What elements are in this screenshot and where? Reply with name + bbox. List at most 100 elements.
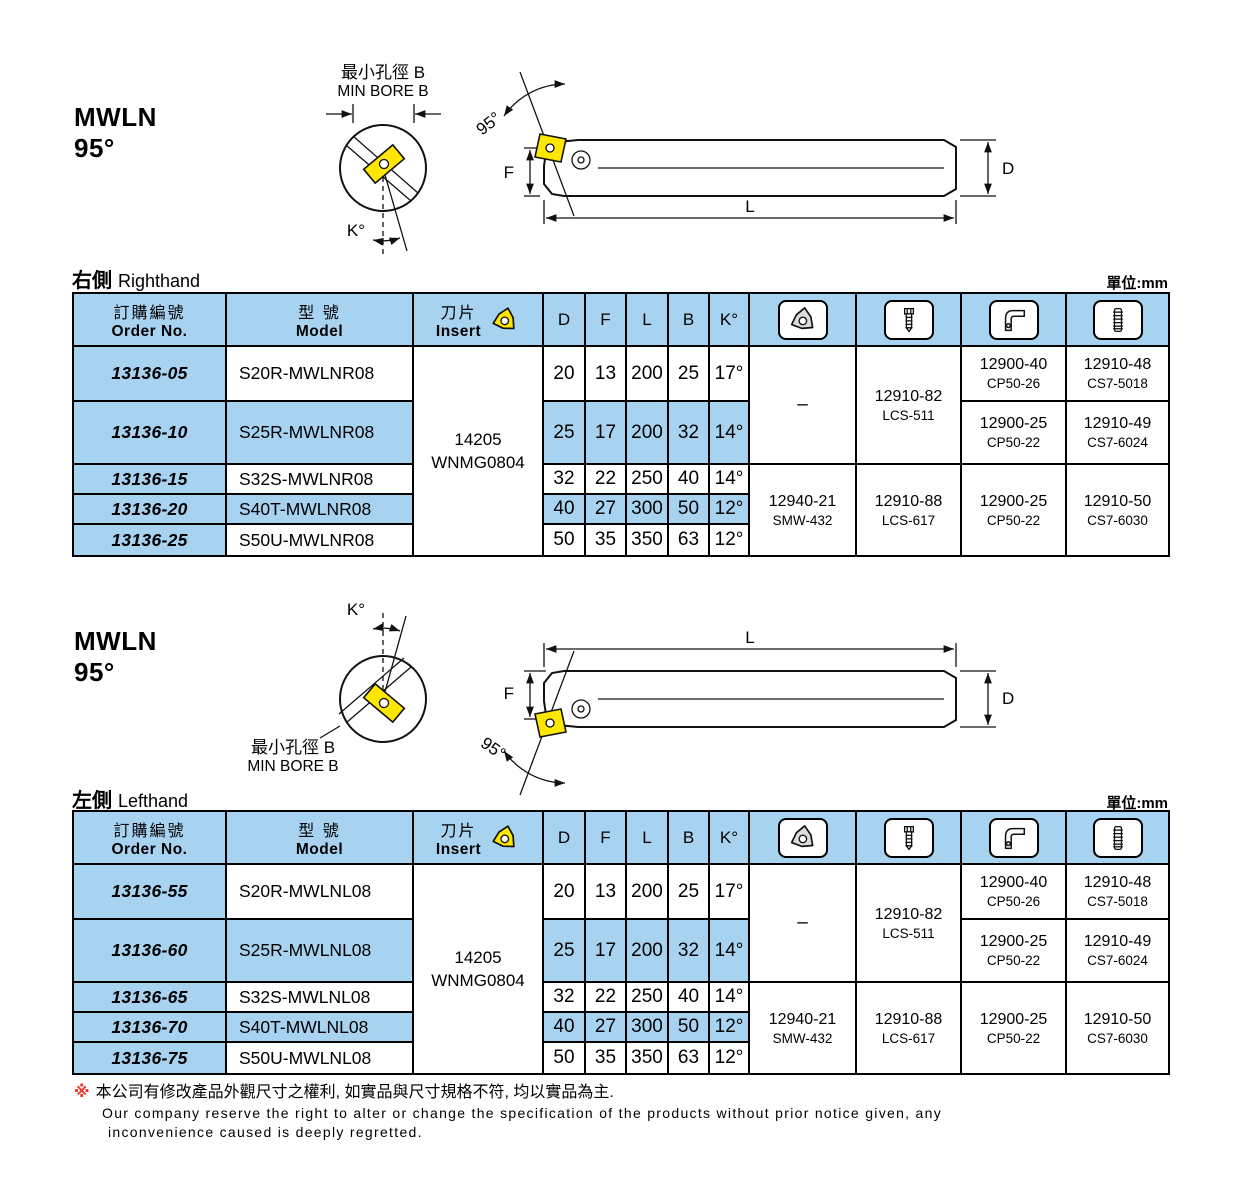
order-no-header: 訂購編號 Order No. (72, 810, 227, 865)
insert-cell: 14205 WNMG0804 (412, 863, 544, 1075)
model-header: 型 號 Model (225, 292, 414, 347)
b-cell: 40 (667, 463, 710, 495)
f-header: F (584, 292, 627, 347)
shim-cell: 12940-21 SMW-432 (748, 463, 857, 557)
footnote-mark: ※ (74, 1084, 90, 1101)
l-dim-label: L (745, 628, 754, 647)
series-angle: 95° (74, 133, 115, 163)
insert-trigon-icon (490, 823, 520, 853)
b-cell: 50 (667, 493, 710, 525)
l-cell: 200 (625, 400, 669, 465)
unit-label: 單位:mm (1106, 275, 1168, 292)
lefthand-table-wrap: 訂購編號 Order No. 型 號 Model 刀片 Insert D F L… (72, 810, 1170, 1075)
d-header: D (542, 292, 586, 347)
model-header-zh: 型 號 (298, 304, 341, 322)
l-cell: 200 (625, 863, 669, 920)
f-cell: 22 (584, 981, 627, 1013)
model-cell: S32S-MWLNL08 (225, 981, 414, 1013)
model-cell: S40T-MWLNR08 (225, 493, 414, 525)
righthand-tool-diagram: 最小孔徑 B MIN BORE B K° 95° F L D (326, 63, 1014, 254)
f-dim-label: F (504, 684, 514, 703)
k-cell: 14° (708, 463, 750, 495)
k-header: K° (708, 810, 750, 865)
l-cell: 200 (625, 345, 669, 402)
table-row: 13136-15 S32S-MWLNR08 32 22 250 40 14° 1… (72, 463, 1170, 557)
insert-screw-cell: 12910-50 CS7-6030 (1065, 463, 1170, 557)
model-header-zh: 型 號 (298, 822, 341, 840)
shim-icon (788, 823, 818, 853)
lefthand-tool-diagram: K° 最小孔徑 B MIN BORE B L F 95° D (247, 600, 1014, 796)
b-cell: 50 (667, 1011, 710, 1043)
order-cell: 13136-60 (72, 918, 227, 983)
lever-clamp-cell: 12900-25 CP50-22 (960, 463, 1067, 557)
min-bore-label-en: MIN BORE B (337, 83, 428, 100)
insert-header-en: Insert (435, 322, 482, 340)
order-cell: 13136-55 (72, 863, 227, 920)
lever-clamp-icon (999, 823, 1029, 853)
table-row: 13136-20 S40T-MWLNR08 40 27 300 50 12° (72, 493, 1169, 525)
clamp-screw-cell: 12910-82 LCS-511 (855, 345, 962, 465)
clamp-screw-icon (895, 824, 923, 852)
lead-angle-label: 95° (473, 108, 505, 139)
insert-header-zh: 刀片 (440, 304, 477, 322)
l-cell: 300 (625, 1011, 669, 1043)
table-row: 13136-65 S32S-MWLNL08 32 22 250 40 14° 1… (72, 981, 1170, 1075)
k-cell: 14° (708, 400, 750, 465)
insert-screw-cell: 12910-49 CS7-6024 (1065, 918, 1170, 983)
shim-cell: – (748, 863, 857, 983)
insert-header: 刀片 Insert (412, 810, 544, 865)
k-cell: 12° (708, 1011, 750, 1043)
l-header: L (625, 810, 669, 865)
order-no-header: 訂購編號 Order No. (72, 292, 227, 347)
order-cell: 13136-10 (72, 400, 227, 465)
model-cell: S25R-MWLNR08 (225, 400, 414, 465)
l-cell: 200 (625, 918, 669, 983)
cross-section-insert (362, 133, 567, 185)
d-cell: 40 (542, 493, 586, 525)
b-cell: 25 (667, 345, 710, 402)
k-cell: 12° (708, 523, 750, 557)
clamp-screw-cell: 12910-88 LCS-617 (855, 463, 962, 557)
k-angle-label: K° (347, 221, 365, 240)
f-cell: 27 (584, 1011, 627, 1043)
f-cell: 17 (584, 400, 627, 465)
order-cell: 13136-65 (72, 981, 227, 1013)
clamp-screw-column-header (855, 292, 962, 347)
min-bore-label-zh: 最小孔徑 B (341, 63, 425, 82)
order-no-header-zh: 訂購編號 (113, 304, 186, 322)
shim-icon (788, 305, 818, 335)
model-cell: S25R-MWLNL08 (225, 918, 414, 983)
f-cell: 35 (584, 523, 627, 557)
footnote-en-line-2: inconvenience caused is deeply regretted… (108, 1124, 423, 1140)
clamp-screw-cell: 12910-82 LCS-511 (855, 863, 962, 983)
min-bore-label-en: MIN BORE B (247, 758, 338, 775)
insert-code: 14205 (454, 948, 502, 967)
footnote-zh-line: ※本公司有修改產品外觀尺寸之權利, 如實品與尺寸規格不符, 均以實品為主. (74, 1082, 1184, 1104)
section-label-en: Lefthand (118, 791, 189, 811)
order-cell: 13136-70 (72, 1011, 227, 1043)
insert-model: WNMG0804 (431, 453, 525, 472)
d-cell: 25 (542, 400, 586, 465)
series-angle: 95° (74, 657, 115, 687)
order-cell: 13136-05 (72, 345, 227, 402)
b-header: B (667, 292, 710, 347)
d-dim-label: D (1002, 159, 1014, 178)
righthand-table: 訂購編號 Order No. 型 號 Model 刀片 Insert D F L… (72, 292, 1170, 557)
lever-clamp-column-header (960, 810, 1067, 865)
l-cell: 350 (625, 523, 669, 557)
shim-cell: 12940-21 SMW-432 (748, 981, 857, 1075)
lever-clamp-cell: 12900-40 CP50-26 (960, 345, 1067, 402)
order-cell: 13136-20 (72, 493, 227, 525)
k-cell: 12° (708, 493, 750, 525)
f-header: F (584, 810, 627, 865)
lever-clamp-cell: 12900-25 CP50-22 (960, 400, 1067, 465)
order-cell: 13136-75 (72, 1041, 227, 1075)
clamp-screw-icon (895, 306, 923, 334)
table-row: 13136-55 S20R-MWLNL08 14205 WNMG0804 20 … (72, 863, 1170, 1075)
table-row: 13136-75 S50U-MWLNL08 50 35 350 63 12° (72, 1041, 1169, 1075)
order-cell: 13136-25 (72, 523, 227, 557)
l-dim-label: L (745, 197, 754, 216)
l-cell: 300 (625, 493, 669, 525)
clamp-screw-cell: 12910-88 LCS-617 (855, 981, 962, 1075)
